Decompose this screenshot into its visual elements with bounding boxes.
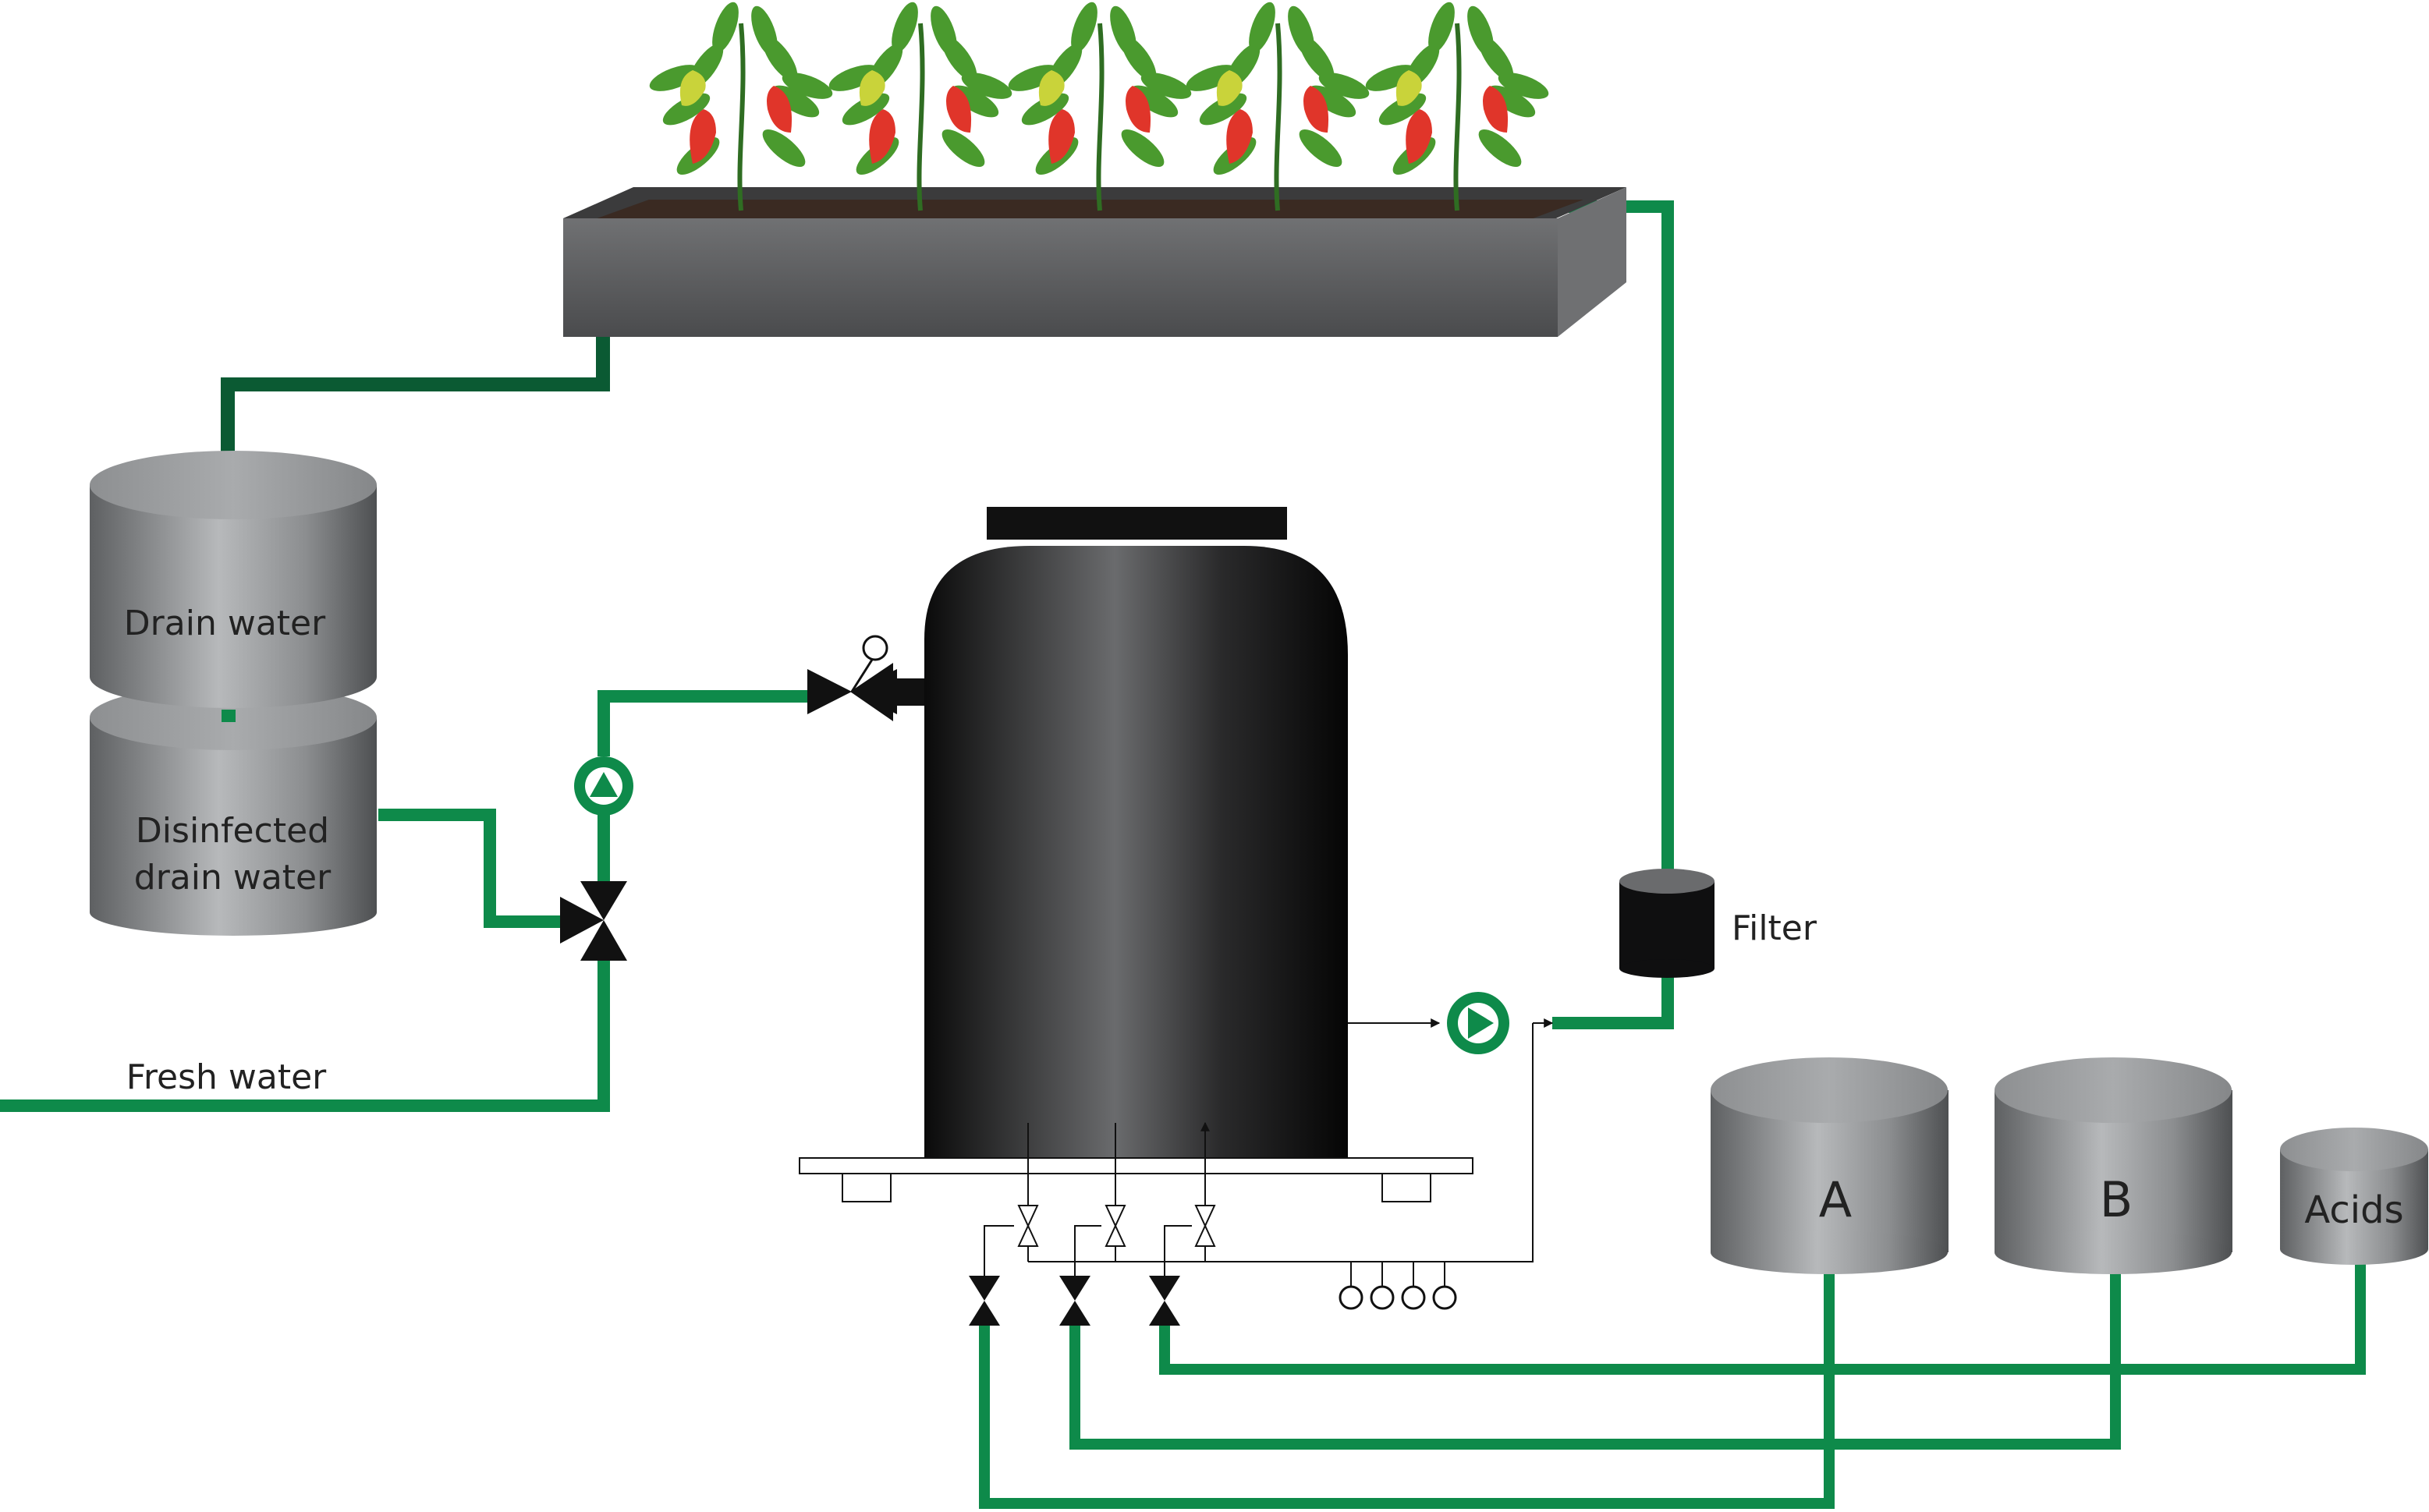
sensors xyxy=(1339,1262,1457,1310)
drain-pipe xyxy=(221,328,610,485)
dosing-unit xyxy=(969,1023,1534,1326)
pepper-plant-icon xyxy=(828,2,1012,211)
sensor-icon xyxy=(1401,1262,1426,1310)
drain-tanks: Drain water Disinfected drain water xyxy=(90,451,377,936)
acids-label: Acids xyxy=(2304,1188,2403,1232)
tank-b-label: B xyxy=(2100,1171,2133,1228)
valve-icon xyxy=(1149,1276,1180,1326)
disinfected-drain-water-tank xyxy=(90,685,377,936)
valve-icon xyxy=(1017,1205,1039,1247)
feed-pipe xyxy=(597,690,815,889)
fresh-water-pipe xyxy=(0,951,610,1112)
drain-water-tank xyxy=(90,451,377,708)
drain-tank-connector xyxy=(222,710,236,722)
plants xyxy=(649,2,1549,211)
growing-gutter xyxy=(563,187,1626,337)
disinfected-pipe xyxy=(378,809,577,928)
injector-valves xyxy=(1017,1205,1216,1247)
outlet-pump-icon xyxy=(1447,992,1509,1054)
dosing-valves xyxy=(969,1276,1180,1326)
filter xyxy=(1619,869,1714,978)
mixing-tank-body xyxy=(924,546,1348,1158)
pepper-plant-icon xyxy=(649,2,833,211)
filter-to-pump-pipe xyxy=(1552,971,1674,1029)
drain-water-label: Drain water xyxy=(124,604,326,643)
tank-inlet-valve-icon xyxy=(807,635,956,721)
sensor-icon xyxy=(1370,1262,1395,1310)
injector-lines xyxy=(984,1225,1192,1279)
dosing-line-b xyxy=(1069,1271,2121,1450)
valve-icon xyxy=(1194,1205,1216,1247)
mixing-tank-base xyxy=(799,1157,1473,1174)
mixing-tank-foot-left xyxy=(842,1173,892,1202)
mixing-tank-foot-right xyxy=(1381,1173,1431,1202)
valve-icon xyxy=(969,1276,1000,1326)
gutter-soil xyxy=(593,200,1583,220)
mixing-tank xyxy=(799,507,1473,1202)
tank-a-label: A xyxy=(1819,1171,1852,1228)
filter-label: Filter xyxy=(1732,908,1817,948)
disinfected-label-line2: drain water xyxy=(134,858,332,898)
disinfected-label-line1: Disinfected xyxy=(136,811,329,851)
valve-icon xyxy=(1059,1276,1090,1326)
dosing-line-a xyxy=(979,1271,1835,1509)
injector-up-lines xyxy=(1027,1123,1205,1206)
pepper-plant-icon xyxy=(1008,2,1192,211)
stock-tank-b xyxy=(1995,1057,2232,1274)
pump-icon xyxy=(574,756,633,816)
pepper-plant-icon xyxy=(1365,2,1549,211)
pepper-plant-icon xyxy=(1186,2,1370,211)
acids-tank xyxy=(2280,1128,2428,1265)
sensor-icon xyxy=(1339,1262,1363,1310)
dosing-line-acids xyxy=(1159,1263,2366,1375)
mixing-tank-lid xyxy=(987,507,1287,540)
fresh-water-label: Fresh water xyxy=(126,1057,327,1097)
valve-icon xyxy=(1105,1205,1126,1247)
gutter-front xyxy=(563,218,1558,337)
gutter-side xyxy=(1558,187,1626,337)
sensor-icon xyxy=(1432,1262,1457,1310)
three-way-valve-icon xyxy=(560,881,627,961)
stock-tank-a xyxy=(1711,1057,1949,1274)
